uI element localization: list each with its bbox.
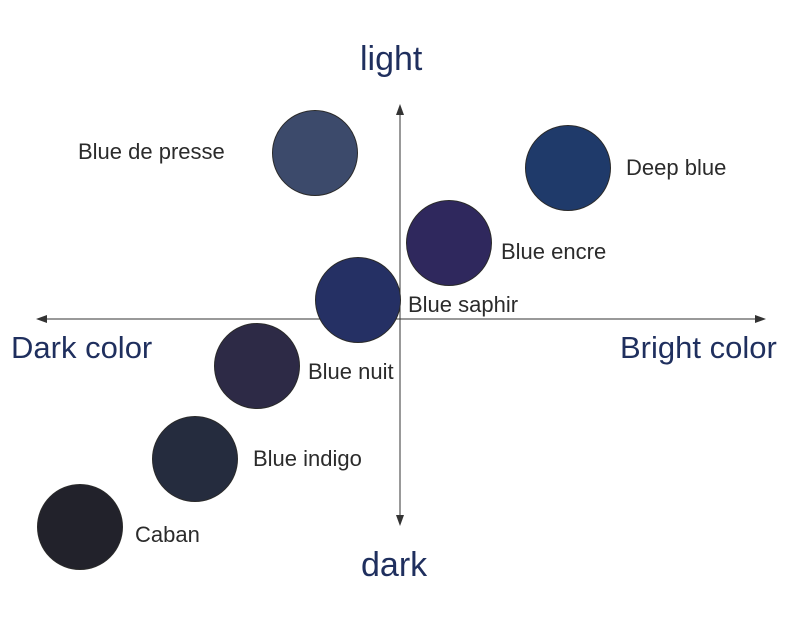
swatch-label: Blue encre (501, 239, 607, 264)
axis-label-top: light (360, 40, 423, 78)
swatch-label: Blue indigo (253, 446, 362, 471)
swatch-circle (272, 110, 358, 196)
swatch-circle (525, 125, 611, 211)
swatch-circle (152, 416, 238, 502)
axis-label-left: Dark color (11, 330, 153, 365)
swatch-label: Blue saphir (408, 292, 519, 317)
axis-label-bottom: dark (361, 546, 428, 584)
arrow-right-icon (755, 315, 766, 323)
swatch-circle (37, 484, 123, 570)
swatch-label: Blue nuit (308, 359, 394, 384)
arrow-down-icon (396, 515, 404, 526)
arrow-left-icon (36, 315, 47, 323)
swatch-circle (315, 257, 401, 343)
swatch-circle (406, 200, 492, 286)
swatch-label: Blue de presse (78, 139, 225, 164)
arrow-up-icon (396, 104, 404, 115)
swatch-label: Deep blue (626, 155, 727, 180)
axis-label-right: Bright color (620, 330, 777, 365)
swatch-circle (214, 323, 300, 409)
swatch-label: Caban (135, 522, 200, 547)
